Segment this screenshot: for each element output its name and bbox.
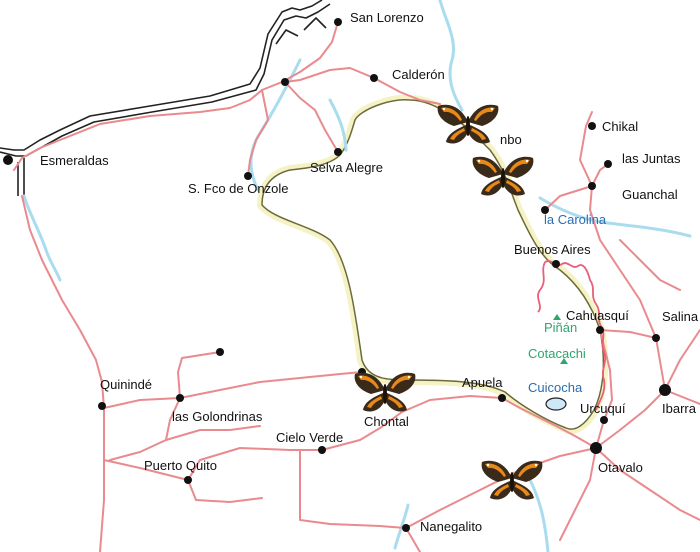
label-nanegalito: Nanegalito: [420, 519, 482, 534]
coastline: [0, 0, 323, 151]
las-juntas-dot[interactable]: [604, 160, 612, 168]
road-cahuasqui-urcuqui: [595, 329, 613, 449]
road-apuela-chontal: [321, 395, 503, 451]
selva-alegre-dot[interactable]: [334, 148, 342, 156]
road-golondrinas-north: [177, 351, 221, 399]
puerto-quito-dot[interactable]: [184, 476, 192, 484]
road-otavalo-south: [595, 447, 700, 521]
estuary-channels: [275, 17, 327, 45]
apuela-dot[interactable]: [498, 394, 506, 402]
road-calderon-east: [373, 77, 441, 105]
label-buenos-aires: Buenos Aires: [514, 242, 591, 257]
road-salinas-ibarra: [655, 337, 666, 391]
label-cotacachi: Cotacachi: [528, 346, 586, 361]
label-esmeraldas: Esmeraldas: [40, 153, 109, 168]
road-golondrinas-east: [165, 425, 261, 441]
road-ibarra-east: [664, 389, 700, 405]
pinan-volcano-icon: [553, 314, 561, 320]
calderon-dot[interactable]: [370, 74, 378, 82]
road-chontal: [103, 371, 363, 409]
label-calderon: Calderón: [392, 67, 445, 82]
river-esmeraldas: [22, 194, 62, 282]
nanegalito-dot[interactable]: [402, 524, 410, 532]
road-otavalo-sw: [559, 447, 597, 541]
label-cielo-verde: Cielo Verde: [276, 430, 343, 445]
label-las-juntas: las Juntas: [622, 151, 681, 166]
guanchal-dot[interactable]: [588, 182, 596, 190]
label-la-carolina: la Carolina: [544, 212, 607, 227]
salinas-dot[interactable]: [652, 334, 660, 342]
label-urcuqui: Urcuquí: [580, 401, 626, 416]
otavalo-dot[interactable]: [590, 442, 602, 454]
road-calderon: [284, 67, 375, 83]
road-selva-alegre: [284, 81, 339, 153]
road-carolina-east: [619, 239, 681, 291]
s-fco-de-onzole-dot[interactable]: [244, 172, 252, 180]
ibarra-dot[interactable]: [659, 384, 671, 396]
las-golondrinas-dot[interactable]: [176, 394, 184, 402]
label-quininde: Quinindé: [100, 377, 152, 392]
san-lorenzo-dot[interactable]: [334, 18, 342, 26]
town-markers: [3, 18, 671, 532]
road-chikal: [579, 111, 593, 187]
river-south: [528, 478, 550, 552]
river-north: [438, 0, 464, 112]
road-las-juntas: [591, 163, 609, 187]
label-chikal: Chikal: [602, 119, 638, 134]
quininde-dot[interactable]: [98, 402, 106, 410]
river-selva: [328, 98, 348, 152]
label-nbo: nbo: [500, 132, 522, 147]
label-puerto-quito: Puerto Quito: [144, 458, 217, 473]
road-nanegalito: [299, 449, 407, 529]
wavy-boundary: [537, 260, 607, 411]
cielo-verde-dot[interactable]: [318, 446, 326, 454]
road-ibarra-north: [664, 329, 700, 391]
sea: [0, 0, 330, 196]
cahuasqui-dot[interactable]: [596, 326, 604, 334]
road-apuela-otavalo: [501, 397, 597, 449]
urcuqui-dot[interactable]: [600, 416, 608, 424]
river-nanegalito: [393, 503, 410, 550]
label-ibarra: Ibarra: [662, 401, 697, 416]
label-otavalo: Otavalo: [598, 460, 643, 475]
la-carolina-dot[interactable]: [541, 206, 549, 214]
road-puerto-quito: [103, 459, 263, 503]
label-san-lorenzo: San Lorenzo: [350, 10, 424, 25]
road-salinas-guanchal: [589, 185, 657, 339]
cotacachi-volcano-icon: [560, 358, 568, 364]
cuicocha-lake: [545, 397, 567, 411]
road-coast: [13, 21, 339, 171]
butterfly-icon: [481, 460, 543, 500]
label-s-fco-de-onzole: S. Fco de Onzole: [188, 181, 288, 196]
label-cahuasqui: Cahuasquí: [566, 308, 629, 323]
road-otavalo-ibarra: [595, 389, 666, 449]
label-pinan: Piñán: [544, 320, 577, 335]
road-nanegalito-south: [405, 527, 421, 552]
label-apuela: Apuela: [462, 375, 503, 390]
golondrinas-north-dot: [216, 348, 224, 356]
junction-dot: [281, 78, 289, 86]
chikal-dot[interactable]: [588, 122, 596, 130]
label-cuicocha: Cuicocha: [528, 380, 583, 395]
buenos-aires-dot[interactable]: [552, 260, 560, 268]
label-las-golondrinas: las Golondrinas: [172, 409, 263, 424]
road-onzole: [247, 89, 269, 177]
road-quininde: [21, 195, 105, 552]
river-carolina: [538, 196, 692, 238]
road-golondrinas-south: [109, 397, 181, 461]
label-guanchal: Guanchal: [622, 187, 678, 202]
esmeraldas-dot[interactable]: [3, 155, 13, 165]
label-salinas: Salina: [662, 309, 699, 324]
label-chontal: Chontal: [364, 414, 409, 429]
label-selva-alegre: Selva Alegre: [310, 160, 383, 175]
esmeraldas-estuary: [17, 158, 25, 200]
road-salinas-cahuasqui: [599, 329, 657, 339]
road-carolina: [544, 185, 593, 211]
